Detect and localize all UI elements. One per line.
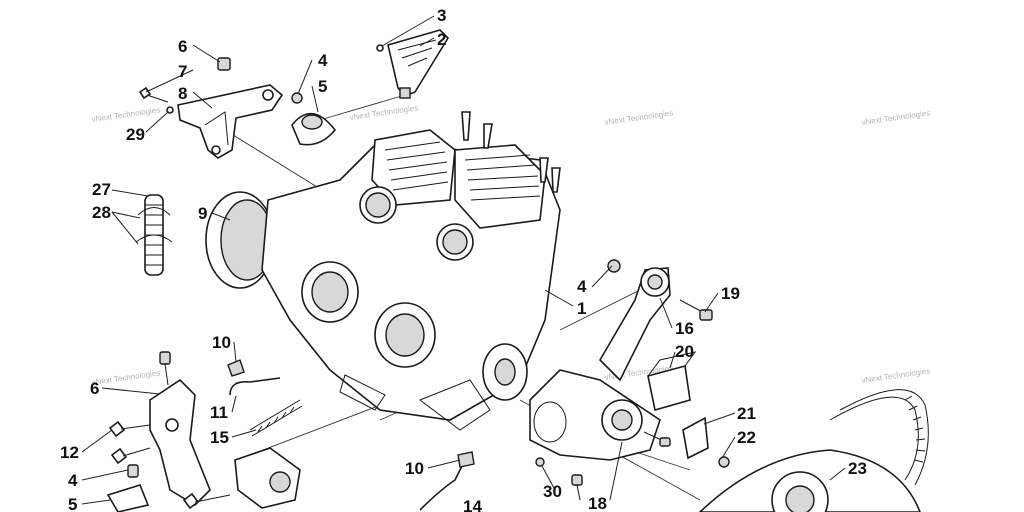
callout-3: 3 (437, 6, 446, 25)
callout-16: 16 (675, 319, 694, 338)
callout-15: 15 (210, 428, 229, 447)
callout-1: 1 (577, 299, 586, 318)
callout-20: 20 (675, 342, 694, 361)
leader-lines (81, 15, 846, 505)
drive-plate (529, 369, 661, 461)
fasteners-30 (535, 457, 583, 501)
callout-2: 2 (437, 30, 446, 49)
clip-and-bolt (643, 416, 730, 468)
callout-4: 4 (68, 471, 78, 490)
mount-block (647, 351, 697, 412)
lower-mount-block (182, 447, 301, 510)
callout-23: 23 (848, 459, 867, 478)
callout-11: 11 (210, 403, 228, 422)
callout-labels: 3 2 6 7 4 5 8 29 27 28 9 4 1 19 16 20 10… (60, 6, 867, 512)
drive-clutch-and-belt (698, 389, 929, 512)
callout-7: 7 (178, 62, 187, 81)
callout-22: 22 (737, 428, 756, 447)
watermark: vNext Technologies (861, 366, 931, 385)
callout-12: 12 (60, 443, 79, 462)
hoses-and-spring (227, 359, 475, 511)
watermark: vNext Technologies (91, 105, 161, 124)
callout-21: 21 (737, 404, 756, 423)
callout-18: 18 (588, 494, 607, 512)
callout-19: 19 (721, 284, 740, 303)
callout-6: 6 (90, 379, 99, 398)
callout-10: 10 (212, 333, 231, 352)
callout-6: 6 (178, 37, 187, 56)
callout-5: 5 (68, 495, 77, 512)
callout-27: 27 (92, 180, 111, 199)
callout-5: 5 (318, 77, 327, 96)
engine-mount-bracket-lower (106, 351, 211, 512)
callout-29: 29 (126, 125, 145, 144)
callout-4: 4 (318, 51, 328, 70)
callout-30: 30 (543, 482, 562, 501)
watermark: vNext Technologies (91, 368, 161, 387)
exhaust-springs (135, 194, 173, 276)
watermark: vNext Technologies (349, 103, 419, 122)
callout-4: 4 (577, 277, 587, 296)
rubber-mount-top (291, 92, 337, 146)
callout-28: 28 (92, 203, 111, 222)
watermark: vNext Technologies (861, 108, 931, 127)
callout-9: 9 (198, 204, 207, 223)
callout-8: 8 (178, 84, 187, 103)
engine-assembly (205, 111, 561, 431)
engine-mount-bracket-top (177, 84, 284, 159)
callout-14: 14 (463, 497, 482, 512)
starter-handle (376, 29, 450, 99)
engine-mount-arm-right (598, 259, 713, 382)
callout-10: 10 (405, 459, 424, 478)
bolt-set-top (138, 57, 231, 114)
watermark: vNext Technologies (604, 108, 674, 127)
